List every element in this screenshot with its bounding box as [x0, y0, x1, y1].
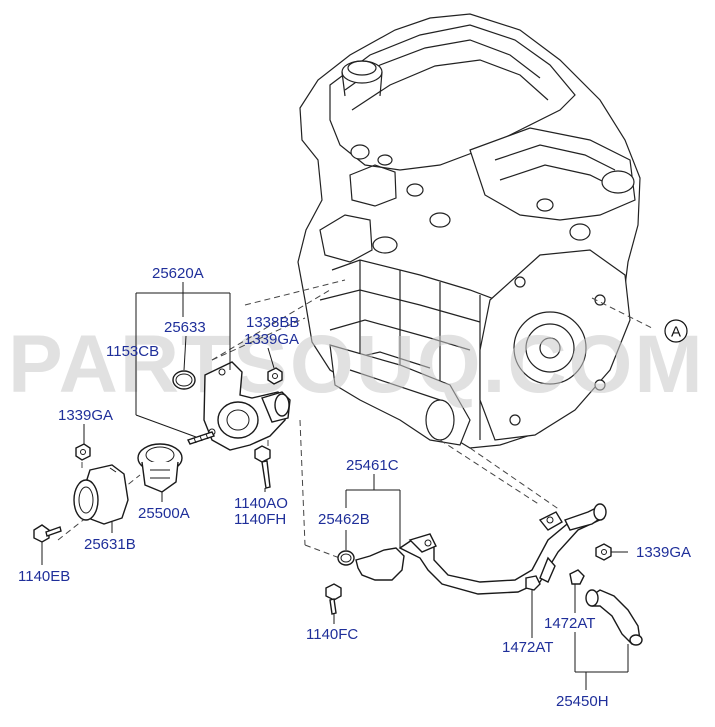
label-1339GA-top[interactable]: 1339GA: [244, 331, 299, 348]
label-1140FH[interactable]: 1140FH: [234, 511, 286, 528]
label-1338BB[interactable]: 1338BB: [246, 314, 299, 331]
watermark-text: PARTSOUQ.COM: [8, 319, 705, 410]
label-25633[interactable]: 25633: [164, 319, 206, 336]
thermostat-25500A: [137, 443, 183, 493]
leader-lines: [41, 282, 629, 690]
thermostat-housing-25631B: [73, 464, 129, 525]
stud-bolt-1153CB: [187, 431, 215, 445]
label-25500A[interactable]: 25500A: [138, 505, 190, 522]
label-1140FC[interactable]: 1140FC: [306, 626, 358, 643]
water-outlet-fitting-25620A: [203, 361, 291, 451]
label-1339GA-left[interactable]: 1339GA: [58, 407, 113, 424]
hose-25450H: [585, 589, 643, 646]
label-1472AT-lower[interactable]: 1472AT: [502, 639, 553, 656]
bolt-1140EB: [33, 524, 62, 543]
hose-clamp-1472AT-lower: [525, 575, 541, 591]
callout-marker-a: A: [664, 319, 688, 343]
label-1339GA-right[interactable]: 1339GA: [636, 544, 691, 561]
label-25620A[interactable]: 25620A: [152, 265, 204, 282]
label-25631B[interactable]: 25631B: [84, 536, 136, 553]
engine-block: [297, 13, 641, 449]
nut-1339GA-left: [75, 443, 91, 461]
label-1472AT-upper[interactable]: 1472AT: [544, 615, 595, 632]
bolt-1140FC: [325, 583, 342, 615]
label-25450H[interactable]: 25450H: [556, 693, 609, 710]
hose-clamp-1472AT-upper: [569, 569, 585, 585]
nut-1339GA-right: [595, 543, 612, 561]
gasket-25462B: [337, 550, 355, 566]
label-1153CB[interactable]: 1153CB: [106, 343, 159, 360]
nut-1338BB: [267, 367, 283, 385]
label-1140EB[interactable]: 1140EB: [18, 568, 70, 585]
label-1140AO[interactable]: 1140AO: [234, 495, 288, 512]
part-labels: 25620A 25633 1153CB 1338BB 1339GA 1339GA…: [18, 265, 691, 710]
bolt-1140AO: [254, 445, 271, 489]
label-25461C[interactable]: 25461C: [346, 457, 399, 474]
label-25462B[interactable]: 25462B: [318, 511, 370, 528]
water-pipe-25461C: [355, 503, 607, 595]
callout-letter: A: [671, 324, 681, 341]
